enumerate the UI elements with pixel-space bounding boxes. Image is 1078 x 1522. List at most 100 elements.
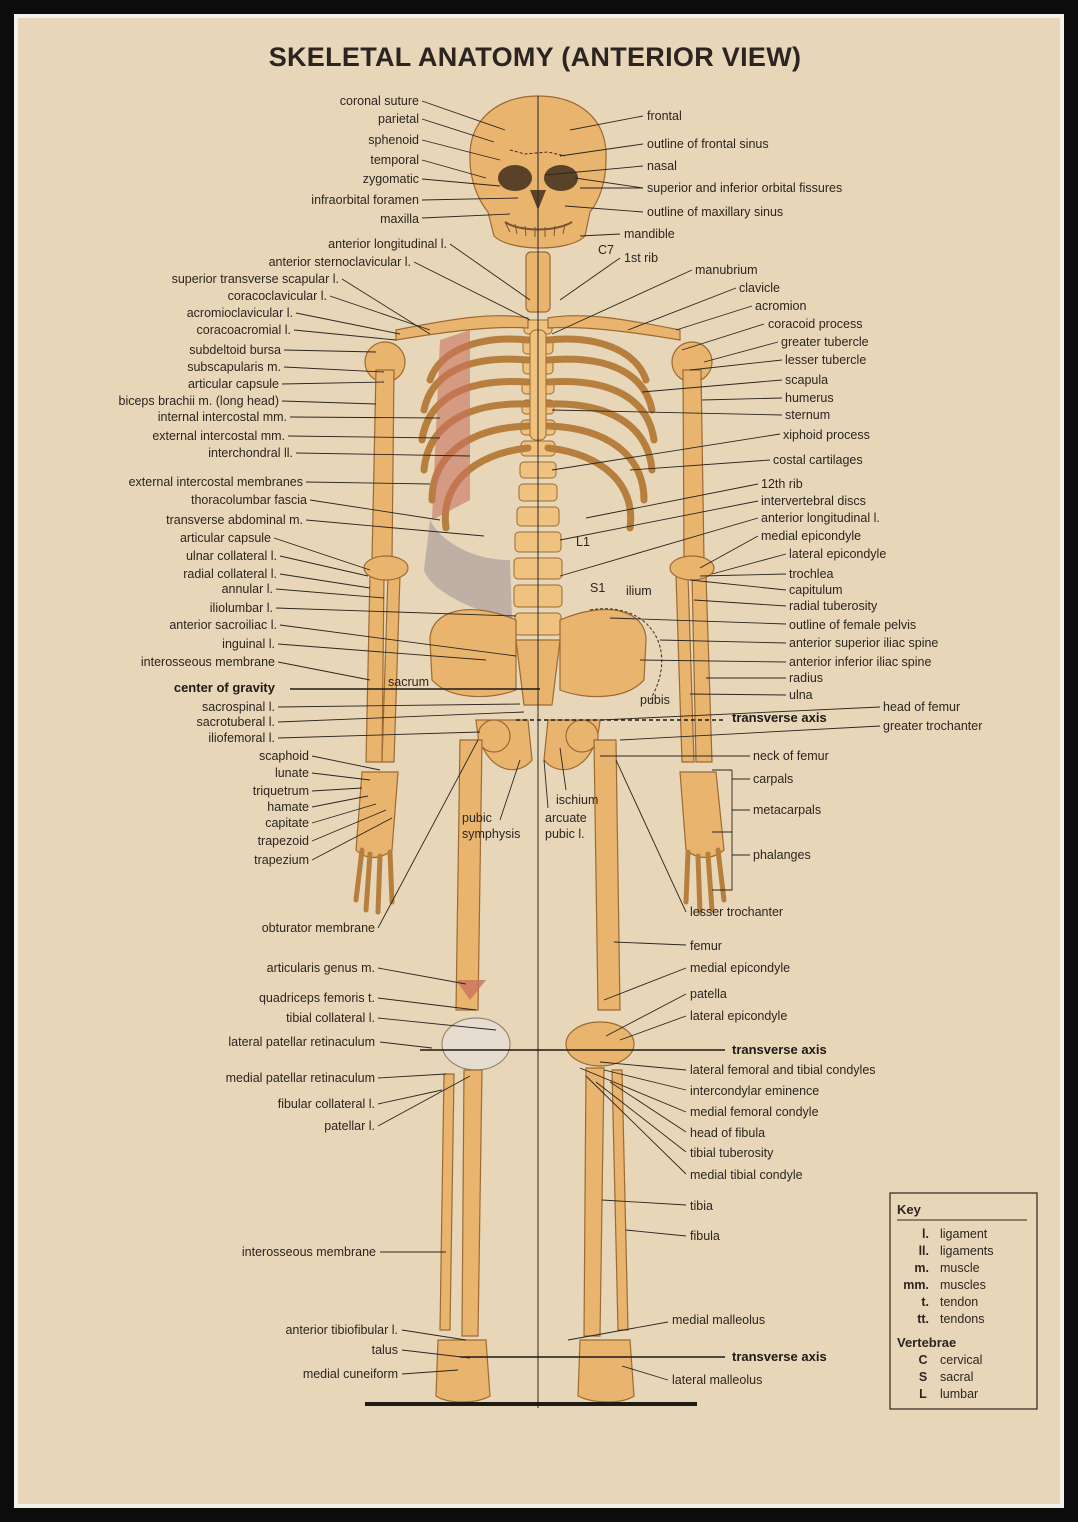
label-lateral-malleolus: lateral malleolus: [672, 1373, 762, 1387]
label-greater-tubercle: greater tubercle: [781, 335, 869, 349]
label-tibial-tuberosity: tibial tuberosity: [690, 1146, 774, 1160]
label-xiphoid-process: xiphoid process: [783, 428, 870, 442]
intercostal-muscles: [432, 330, 470, 520]
label-sacrotuberal-l: sacrotuberal l.: [196, 715, 275, 729]
label-fibula: fibula: [690, 1229, 720, 1243]
label-pubic-l-line2: pubic l.: [545, 827, 585, 841]
right-femur: [455, 739, 483, 1011]
key-text-ligament: ligament: [940, 1227, 988, 1241]
label-talus: talus: [372, 1343, 398, 1357]
label-lesser-tubercle: lesser tubercle: [785, 353, 866, 367]
label-superior-transverse-scapular-l: superior transverse scapular l.: [172, 272, 339, 286]
label-annular-l: annular l.: [222, 582, 273, 596]
right-ulna: [381, 574, 401, 763]
right-elbow: [363, 555, 409, 581]
label-zygomatic: zygomatic: [363, 172, 419, 186]
key-text-tendons: tendons: [940, 1312, 984, 1326]
label-medial-epicondyle-arm: medial epicondyle: [761, 529, 861, 543]
label-pubis: pubis: [640, 693, 670, 707]
label-radius: radius: [789, 671, 823, 685]
skeleton-illustration: [353, 95, 727, 1403]
label-medial-malleolus: medial malleolus: [672, 1313, 765, 1327]
key-box: [889, 1192, 1038, 1410]
label-fibular-collateral-l: fibular collateral l.: [278, 1097, 375, 1111]
label-anterior-longitudinal-l: anterior longitudinal l.: [328, 237, 447, 251]
label-manubrium: manubrium: [695, 263, 758, 277]
left-orbit: [544, 165, 578, 191]
labels-center: C7 L1 S1 ilium sacrum pubis pubic symphy…: [388, 243, 670, 841]
label-anterior-inferior-iliac-spine: anterior inferior iliac spine: [789, 655, 931, 669]
right-radius: [365, 574, 385, 763]
key-text-tendon: tendon: [940, 1295, 978, 1309]
left-femur: [593, 739, 621, 1011]
label-trochlea: trochlea: [789, 567, 834, 581]
right-hand: [355, 771, 399, 859]
label-medial-patellar-retinaculum: medial patellar retinaculum: [226, 1071, 375, 1085]
label-patellar-l: patellar l.: [324, 1119, 375, 1133]
label-center-of-gravity: center of gravity: [174, 680, 276, 695]
label-sphenoid: sphenoid: [368, 133, 419, 147]
left-elbow: [669, 555, 715, 581]
frontal-sinus-outline: [509, 149, 566, 157]
key-abbr-t: t.: [921, 1295, 929, 1309]
right-femoral-head: [477, 719, 511, 753]
label-temporal: temporal: [370, 153, 419, 167]
label-pubic-line1: pubic: [462, 811, 492, 825]
right-ilium: [429, 609, 517, 698]
key-abbr-mm: mm.: [903, 1278, 929, 1292]
label-infraorbital-foramen: infraorbital foramen: [311, 193, 419, 207]
label-articularis-genus-m: articularis genus m.: [267, 961, 375, 975]
label-interosseous-membrane-leg: interosseous membrane: [242, 1245, 376, 1259]
key-text-muscles: muscles: [940, 1278, 986, 1292]
label-coracoclavicular-l: coracoclavicular l.: [228, 289, 327, 303]
label-outline-of-frontal-sinus: outline of frontal sinus: [647, 137, 769, 151]
label-capitulum: capitulum: [789, 583, 843, 597]
left-hand: [679, 771, 725, 859]
label-obturator-membrane: obturator membrane: [262, 921, 375, 935]
teeth: [504, 221, 566, 237]
label-quadriceps-femoris-t: quadriceps femoris t.: [259, 991, 375, 1005]
label-carpals: carpals: [753, 772, 793, 786]
label-acromion: acromion: [755, 299, 806, 313]
key-abbr-s: S: [919, 1370, 927, 1384]
label-trapezium: trapezium: [254, 853, 309, 867]
key-text-cervical: cervical: [940, 1353, 982, 1367]
label-costal-cartilages: costal cartilages: [773, 453, 863, 467]
label-lateral-femoral-tibial-condyles: lateral femoral and tibial condyles: [690, 1063, 876, 1077]
label-c7: C7: [598, 243, 614, 257]
label-sacrospinal-l: sacrospinal l.: [202, 700, 275, 714]
left-foot: [577, 1339, 635, 1403]
label-thoracolumbar-fascia: thoracolumbar fascia: [191, 493, 307, 507]
label-transverse-axis-hip: transverse axis: [732, 710, 827, 725]
label-mandible: mandible: [624, 227, 675, 241]
label-tibial-collateral-l: tibial collateral l.: [286, 1011, 375, 1025]
left-fibula: [611, 1069, 629, 1331]
key-vertebrae-title: Vertebrae: [897, 1335, 956, 1350]
label-capitate: capitate: [265, 816, 309, 830]
key-abbr-l-vertebra: L: [919, 1387, 927, 1401]
label-triquetrum: triquetrum: [253, 784, 309, 798]
anatomy-poster: SKELETAL ANATOMY (ANTERIOR VIEW): [18, 18, 1060, 1504]
right-humerus: [371, 369, 395, 561]
label-scaphoid: scaphoid: [259, 749, 309, 763]
label-lateral-patellar-retinaculum: lateral patellar retinaculum: [228, 1035, 375, 1049]
label-humerus: humerus: [785, 391, 834, 405]
label-symphysis-line2: symphysis: [462, 827, 520, 841]
label-acromioclavicular-l: acromioclavicular l.: [187, 306, 293, 320]
thoracolumbar-fascia: [424, 520, 512, 620]
label-lunate: lunate: [275, 766, 309, 780]
label-subdeltoid-bursa: subdeltoid bursa: [189, 343, 281, 357]
label-medial-cuneiform: medial cuneiform: [303, 1367, 398, 1381]
label-head-of-fibula: head of fibula: [690, 1126, 765, 1140]
label-intervertebral-discs: intervertebral discs: [761, 494, 866, 508]
articularis-genus-muscle: [456, 980, 486, 1000]
key-legend: Key l. ligament ll. ligaments m. muscle …: [889, 1192, 1038, 1410]
label-external-intercostal-membranes: external intercostal membranes: [129, 475, 303, 489]
label-maxilla: maxilla: [380, 212, 419, 226]
label-iliofemoral-l: iliofemoral l.: [208, 731, 275, 745]
label-anterior-superior-iliac-spine: anterior superior iliac spine: [789, 636, 938, 650]
label-iliolumbar-l: iliolumbar l.: [210, 601, 273, 615]
key-abbr-ll: ll.: [919, 1244, 929, 1258]
label-inguinal-l: inguinal l.: [222, 637, 275, 651]
key-text-muscle: muscle: [940, 1261, 980, 1275]
